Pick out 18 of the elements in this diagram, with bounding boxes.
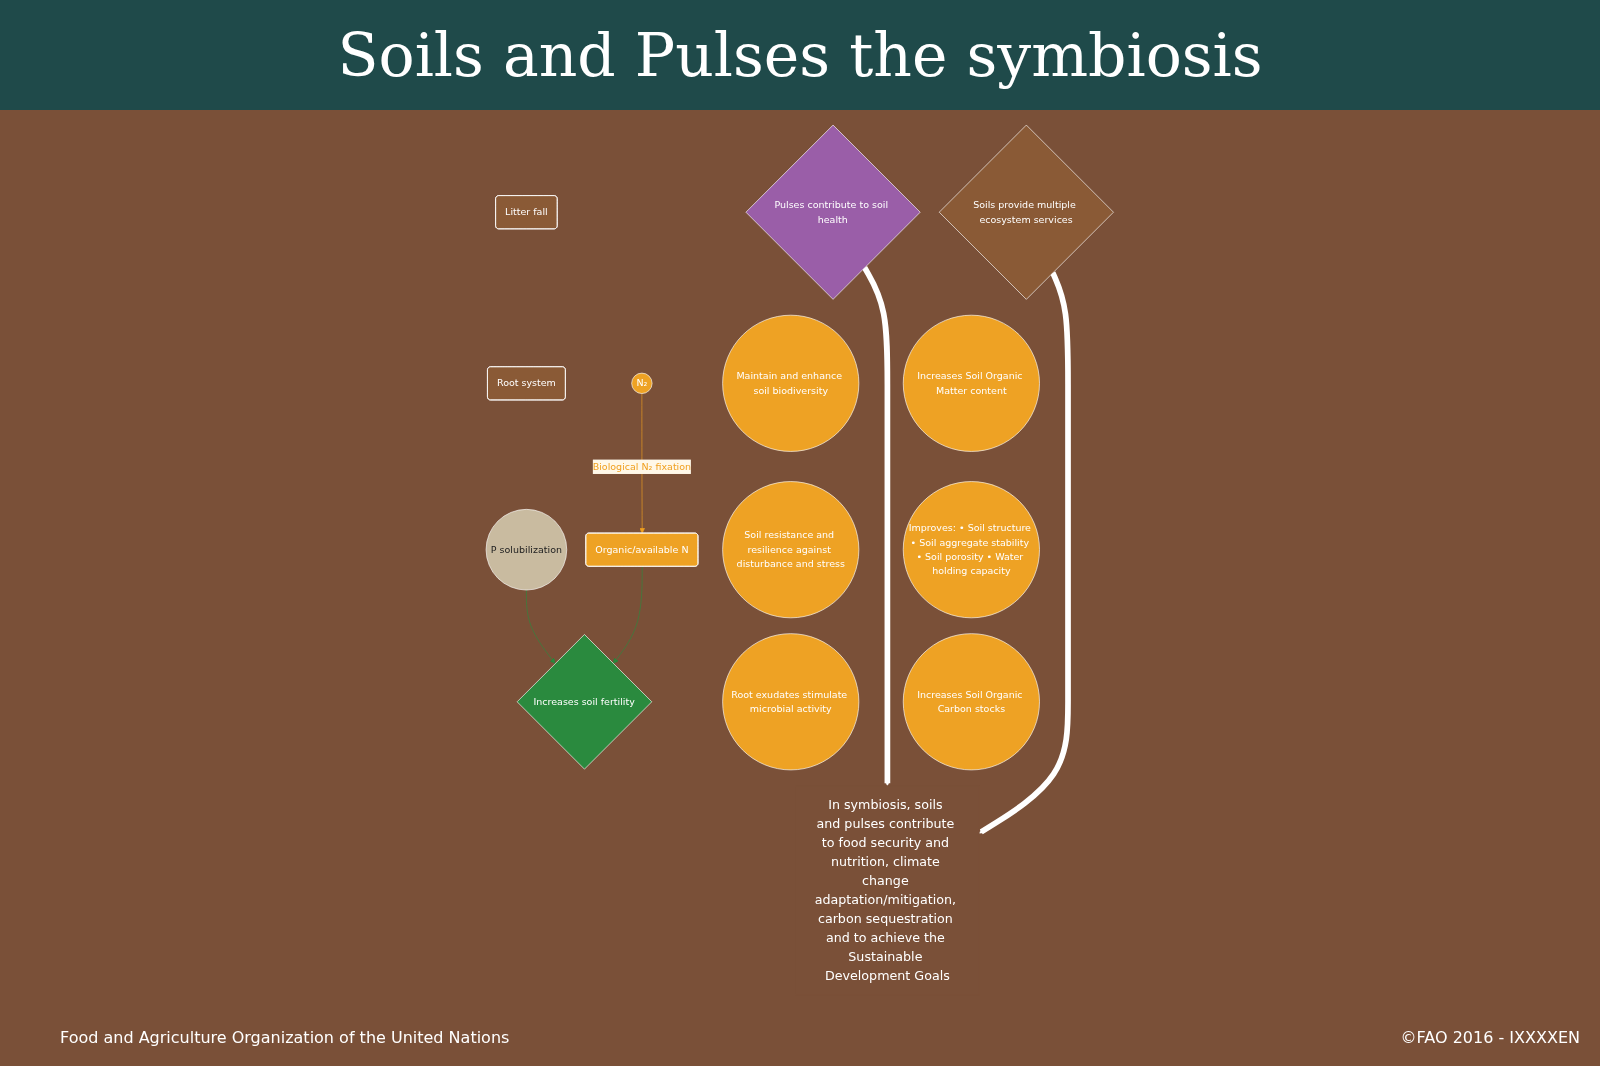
node-circle: Improves: • Soil structure • Soil aggregate stability • Soil porosity • Water holding capacity xyxy=(903,481,1041,619)
node-diamond: Soils provide multiple ecosystem services xyxy=(939,124,1115,300)
node-circle: N₂ xyxy=(631,372,653,394)
arrow xyxy=(862,266,891,787)
node-circle: Root exudates stimulate microbial activity xyxy=(722,633,860,771)
node-diamond: Increases soil fertility xyxy=(517,634,653,770)
node-text: In symbiosis, soils and pulses contribute to food security and nutrition, climate change adaptation/mitigation, carbon sequestration and to achieve the Sustainable Development Goals xyxy=(814,797,957,984)
arrow xyxy=(979,271,1072,835)
edge-label: Biological N₂ fixation xyxy=(592,460,692,473)
organization-name: Food and Agriculture Organization of the United Nations xyxy=(60,1028,511,1047)
copyright-note: ©FAO 2016 - IXXXXEN xyxy=(1400,1028,1580,1047)
node-diamond: Pulses contribute to soil health xyxy=(745,124,921,300)
node-circle: Increases Soil Organic Matter content xyxy=(903,314,1041,452)
title: Soils and Pulses the symbiosis xyxy=(337,20,1263,90)
node-circle: Maintain and enhance soil biodiversity xyxy=(722,314,860,452)
node-circle: P solubilization xyxy=(485,509,568,591)
node-circle: Soil resistance and resilience against disturbance and stress xyxy=(722,481,860,619)
node-circle: Increases Soil Organic Carbon stocks xyxy=(903,633,1041,771)
